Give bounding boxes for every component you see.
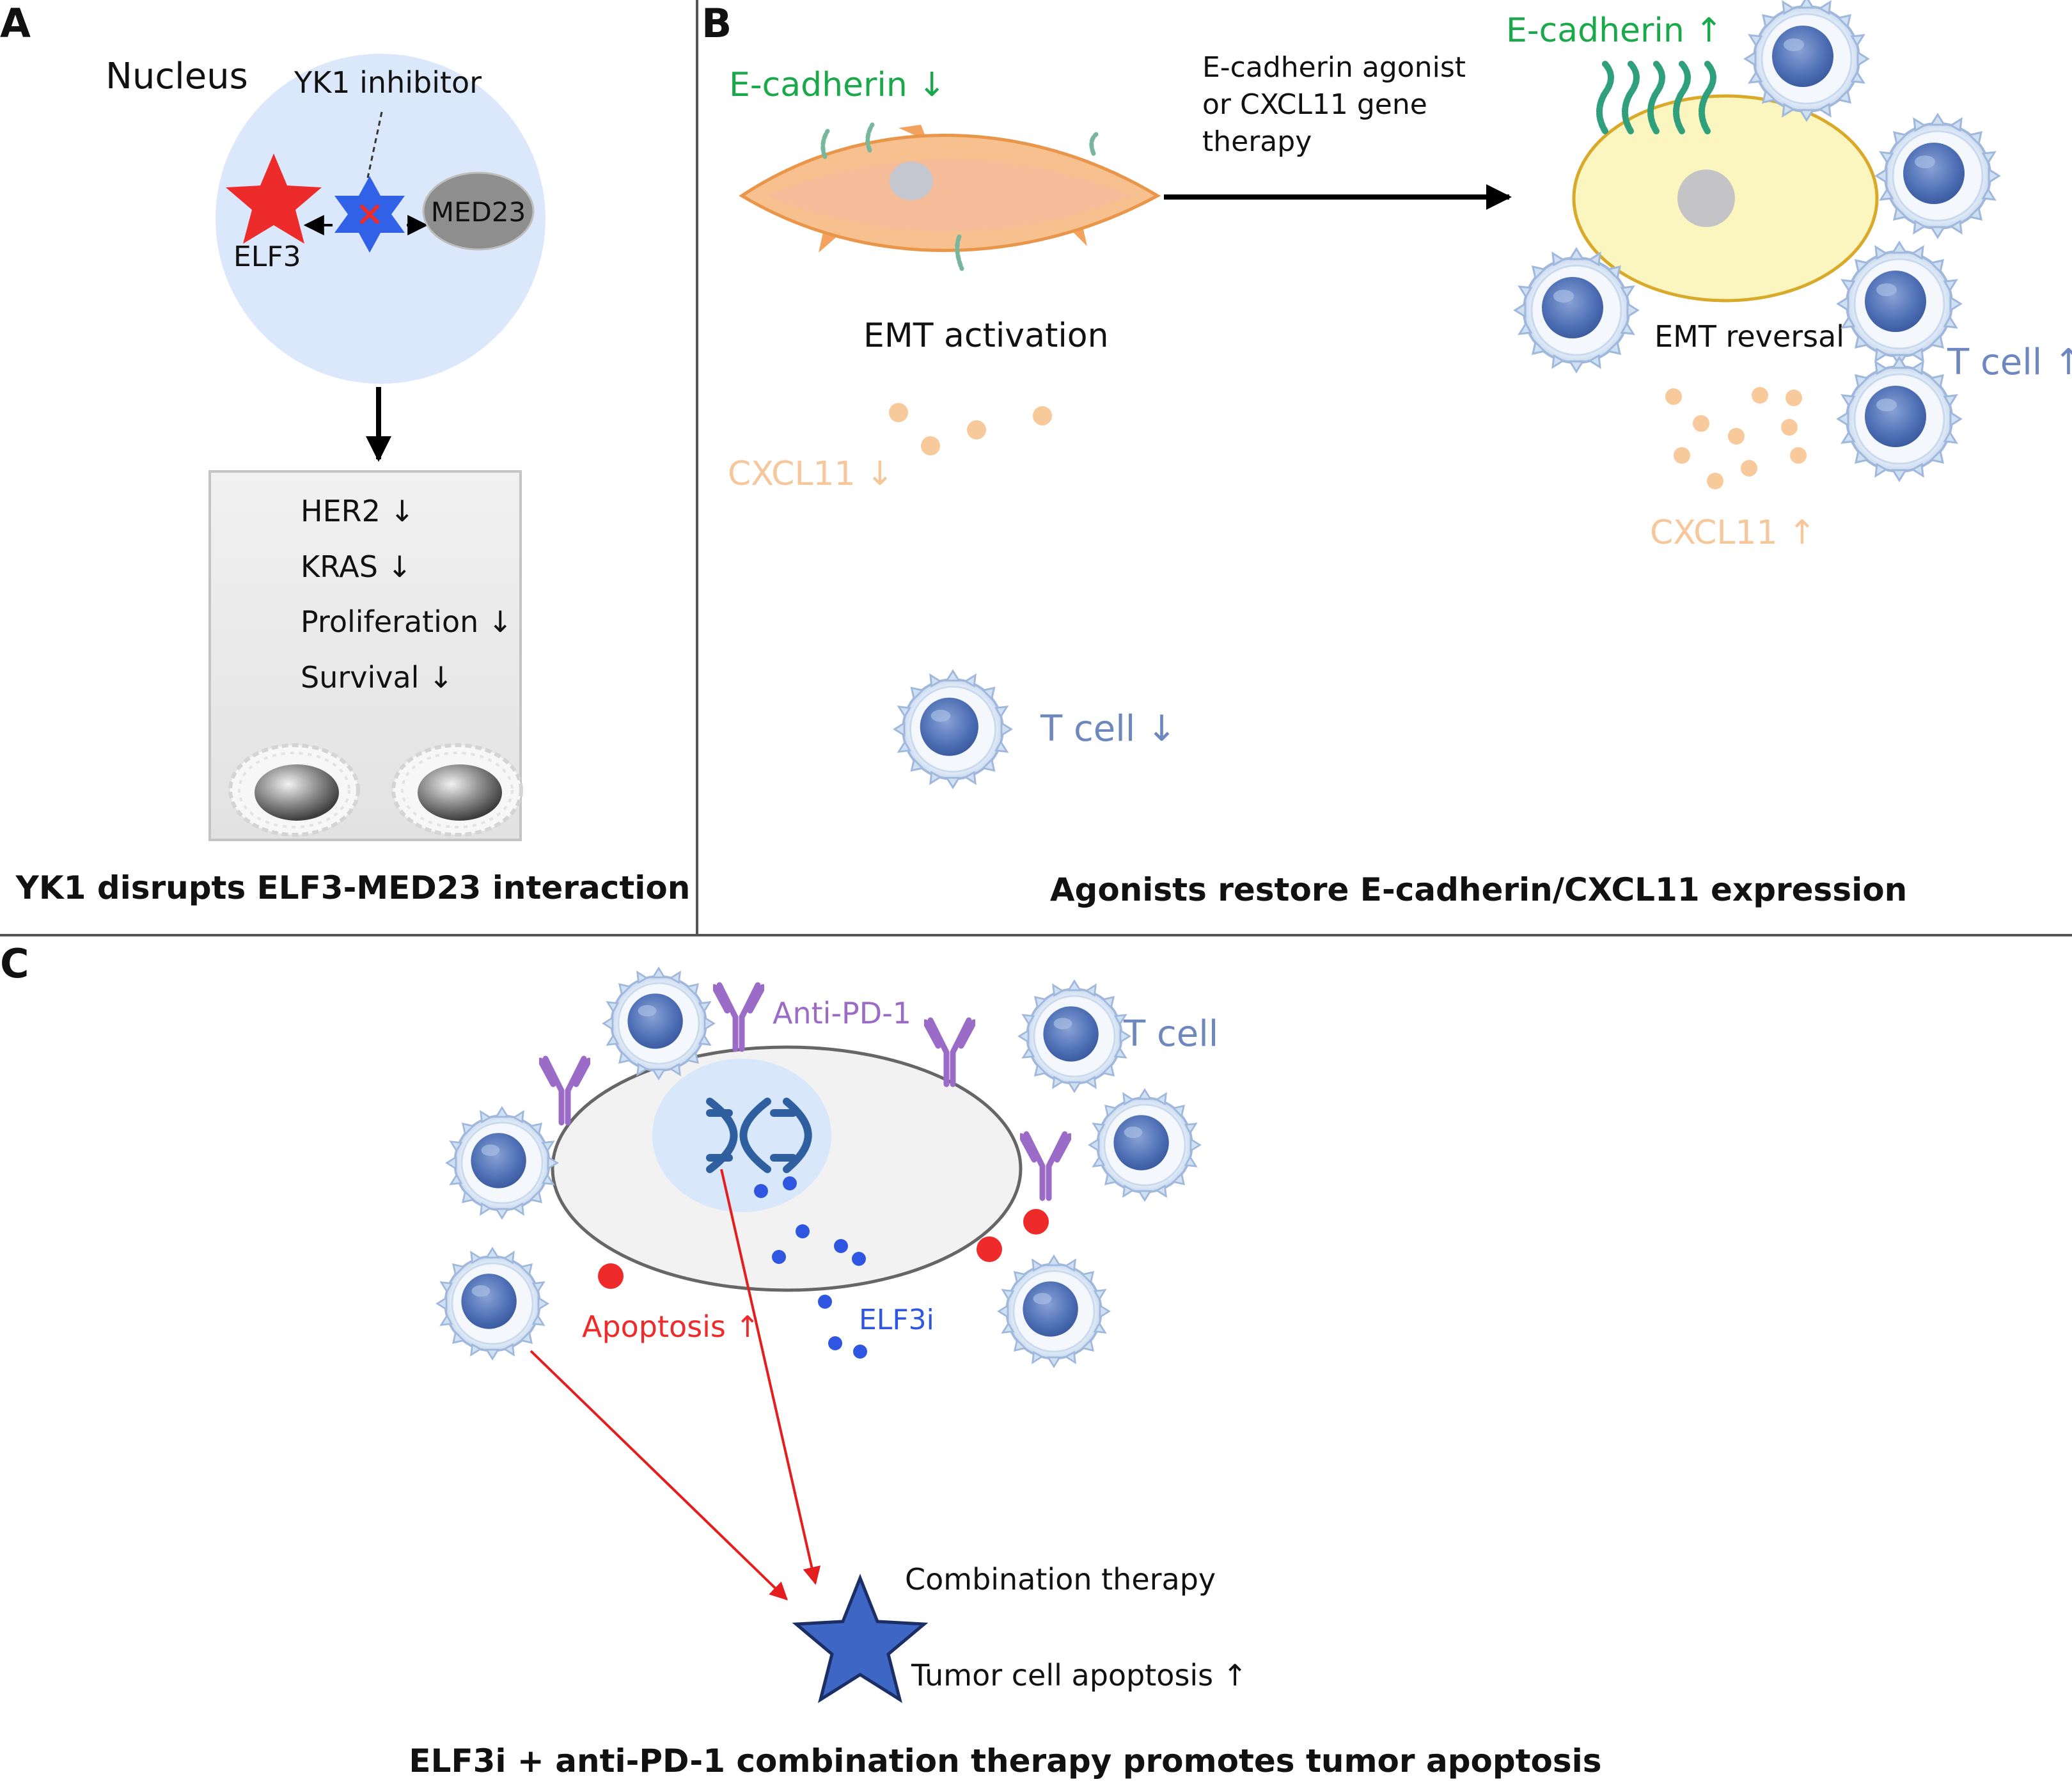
panel-a: A Nucleus YK1 inhibitor ELF3 MED23 HER2 … <box>0 0 690 906</box>
elf3i-dots <box>754 1176 867 1359</box>
combination-star-icon <box>792 1574 929 1703</box>
mesenchymal-cell <box>739 122 1161 271</box>
tcell-icon <box>1837 356 1962 482</box>
panel-b: B E-cadherin ↓ E-cadherin agonist or CXC… <box>702 0 2072 908</box>
panel-a-letter: A <box>0 0 31 47</box>
yk1-inhibitor-icon <box>334 176 405 253</box>
tcell-icon <box>436 1247 549 1361</box>
cxcl11-dots-high <box>1665 387 1807 489</box>
elf3i-label: ELF3i <box>859 1304 934 1336</box>
panel-dividers <box>0 0 2072 936</box>
cxcl11-dots-low <box>889 403 1052 455</box>
tumor-apoptosis-label: Tumor cell apoptosis ↑ <box>911 1658 1247 1693</box>
tcell-icon <box>997 1254 1111 1368</box>
panel-b-caption: Agonists restore E-cadherin/CXCL11 expre… <box>1050 871 1907 908</box>
effect-proliferation: Proliferation ↓ <box>301 604 512 639</box>
apoptosis-label: Apoptosis ↑ <box>582 1309 760 1344</box>
anti-pd1-label: Anti-PD-1 <box>773 996 911 1030</box>
combination-label: Combination therapy <box>905 1562 1216 1597</box>
panel-c: C Anti-PD-1 T cell Apoptosis ↑ <box>0 940 1602 1780</box>
elf3-label: ELF3 <box>233 241 301 273</box>
apoptosis-dots <box>598 1209 1049 1289</box>
tcell-icon <box>1875 113 2000 239</box>
tcell-down-label: T cell ↓ <box>1040 708 1177 750</box>
med23-shape <box>422 171 535 251</box>
treatment-line-3: therapy <box>1202 125 1312 158</box>
panel-c-letter: C <box>0 940 29 987</box>
tumor-cell-left <box>230 745 358 835</box>
tcell-up-label: T cell ↑ <box>1947 342 2072 383</box>
antibody-icon <box>1021 1134 1070 1198</box>
ecad-down-label: E-cadherin ↓ <box>729 66 946 104</box>
inhibitor-label: YK1 inhibitor <box>294 65 482 100</box>
tcell-icon <box>1744 0 1869 122</box>
effect-survival: Survival ↓ <box>301 660 453 695</box>
panel-a-caption: YK1 disrupts ELF3-MED23 interaction <box>15 869 691 906</box>
tcell-to-combination-arrow <box>530 1350 789 1600</box>
effect-kras: KRAS ↓ <box>301 549 412 584</box>
effect-her2: HER2 ↓ <box>301 494 414 528</box>
emt-reversal-label: EMT reversal <box>1654 319 1844 354</box>
tcell-icon <box>602 967 716 1080</box>
elf3i-to-combination-arrow <box>720 1169 821 1585</box>
tcell-icon <box>1837 241 1962 367</box>
med23-label: MED23 <box>431 196 526 228</box>
panel-b-letter: B <box>702 0 732 47</box>
elf3-star-icon <box>226 154 322 244</box>
tcell-icon <box>893 669 1013 789</box>
tcell-icon <box>1088 1088 1202 1202</box>
ecadherin-strands <box>1596 61 1716 134</box>
antibody-icon <box>714 985 763 1049</box>
inhibitor-pointer <box>366 111 383 178</box>
tcell-icon <box>1514 248 1639 373</box>
cxcl11-up-label: CXCL11 ↑ <box>1650 514 1816 552</box>
tcell-icon <box>1017 979 1131 1093</box>
treatment-line-1: E-cadherin agonist <box>1202 51 1466 84</box>
panel-c-caption: ELF3i + anti-PD-1 combination therapy pr… <box>409 1742 1601 1780</box>
ecad-up-label: E-cadherin ↑ <box>1506 12 1723 50</box>
nucleus-label: Nucleus <box>106 56 248 97</box>
emt-activation-label: EMT activation <box>863 317 1109 355</box>
tcell-icon <box>445 1106 559 1220</box>
dna-icon <box>706 1098 812 1173</box>
tumor-cell-right <box>393 745 521 835</box>
epithelial-nucleus <box>1677 170 1735 227</box>
cxcl11-down-label: CXCL11 ↓ <box>728 455 894 493</box>
tcell-label: T cell <box>1123 1013 1218 1055</box>
treatment-line-2: or CXCL11 gene <box>1202 88 1427 121</box>
